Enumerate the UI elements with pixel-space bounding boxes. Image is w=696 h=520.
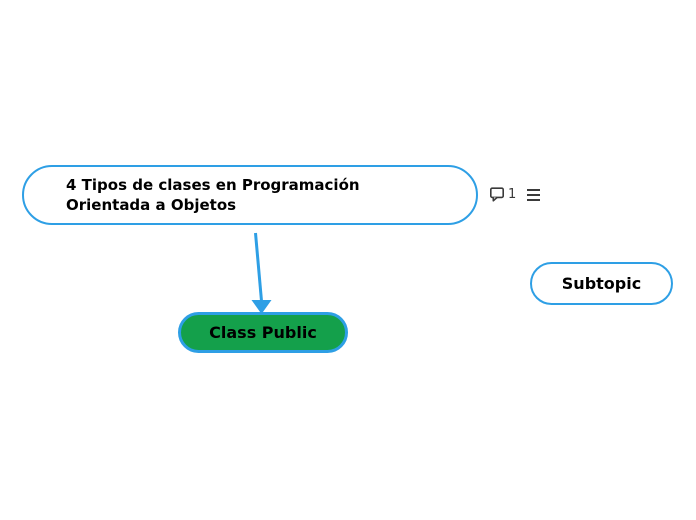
comment-icon: [489, 186, 505, 203]
class-public-node[interactable]: Class Public: [178, 312, 348, 353]
notes-icon-bar: [527, 193, 541, 196]
main-topic-label: 4 Tipos de clases en Programación Orient…: [66, 176, 360, 214]
notes-icon-bar: [527, 198, 541, 201]
subtopic-node[interactable]: Subtopic: [530, 262, 673, 305]
notes-icon-bar: [527, 188, 541, 191]
notes-icon[interactable]: [527, 188, 541, 201]
class-public-label: Class Public: [209, 323, 317, 342]
subtopic-label: Subtopic: [561, 274, 642, 293]
main-topic-badges: 1: [489, 186, 541, 203]
comment-badge[interactable]: 1: [489, 186, 516, 203]
comment-count: 1: [508, 187, 517, 202]
main-topic-node[interactable]: 4 Tipos de clases en Programación Orient…: [22, 165, 478, 225]
